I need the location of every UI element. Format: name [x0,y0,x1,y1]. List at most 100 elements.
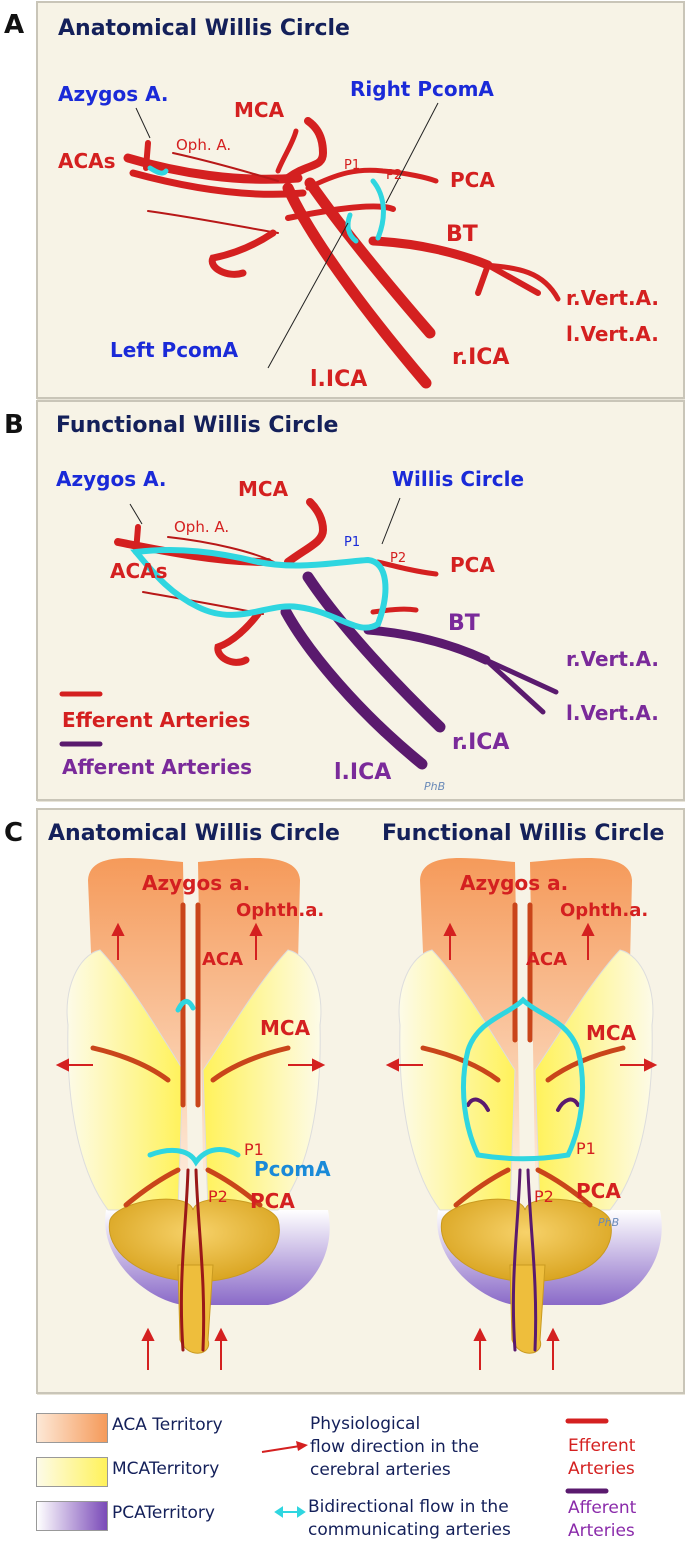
legend-bidirectional-line1: Bidirectional flow in the [308,1497,509,1517]
pca-territory-swatch [36,1501,108,1531]
label-afferent: Afferent Arteries [62,755,252,779]
r-vert-vessel [483,657,559,695]
r-vert-vessel [485,262,541,296]
pcoma-vessel-left [147,1147,241,1167]
pca-vessel-left [123,1167,181,1208]
afferent-ica-rb-left [466,1097,490,1112]
panel-a: Anatomical Willis Circle Azygos A. MCA R… [36,1,685,399]
willis-circle-vessel-rb [461,996,585,1162]
legend-afferent-line2: Arteries [568,1521,635,1541]
label-bt: BT [446,222,478,247]
right-pcoma-pointer [385,102,439,204]
label-mca: MCA [234,98,285,122]
legend-physiological: Physiological flow direction in the cere… [310,1413,479,1482]
azygos-pointer [135,107,151,139]
legend-afferent-line1: Afferent [568,1498,637,1518]
label-right-pcoma: Right PcomA [350,77,494,101]
panel-a-diagram: Anatomical Willis Circle Azygos A. MCA R… [58,16,659,392]
panel-c-right-title: Functional Willis Circle [382,821,664,846]
panel-c-diagram: Anatomical Willis Circle Functional Will… [48,821,664,1370]
legend-mca-territory: MCATerritory [112,1459,220,1479]
panel-a-title: Anatomical Willis Circle [58,16,350,41]
mca-vessel-right [210,1045,291,1083]
label-oph: Oph. A. [174,518,229,536]
azygos-vessel [133,524,141,555]
label-p2: P2 [390,551,406,566]
left-brain: Azygos a. Ophth.a. ACA MCA P1 PcomA P2 P… [55,857,331,1370]
label-ophth-left: Ophth.a. [236,900,324,921]
legend-aca-territory: ACA Territory [112,1415,223,1435]
mca-vessel-left [90,1045,171,1083]
label-pca: PCA [450,553,495,577]
label-azygos: Azygos A. [56,467,167,491]
right-pcoma-vessel [370,178,386,241]
label-pca-left: PCA [250,1189,295,1213]
label-l-ica: l.ICA [334,760,391,785]
mca-territory-left [66,949,184,1211]
label-p2-left: P2 [208,1187,228,1206]
panel-b: Functional Willis Circle Azygos A. MCA W… [36,400,685,801]
mca-territory-right [202,949,322,1211]
label-l-vert: l.Vert.A. [566,701,659,725]
panel-c-left-title: Anatomical Willis Circle [48,821,340,846]
l-ica-vessel [282,182,432,389]
right-brain: Azygos a. Ophth.a. ACA MCA P1 P2 PCA PhB [385,857,662,1370]
label-azygos-left: Azygos a. [142,871,250,895]
r-ica-vessel [302,571,446,733]
legend-symbols [261,1418,609,1518]
legend-efferent-line1: Efferent [568,1436,636,1456]
mca-vessel [284,498,328,566]
r-ica-vessel [304,177,436,339]
label-left-pcoma: Left PcomA [110,338,239,362]
label-p1-left: P1 [244,1140,264,1159]
legend-bidirectional-line2: communicating arteries [308,1520,511,1540]
label-pca: PCA [450,168,495,192]
l-vert-vessel [483,657,546,715]
l-ica-vessel [280,606,428,770]
label-pcoma-left: PcomA [254,1157,331,1181]
pca-vessel-rb-left [453,1167,511,1208]
basilar-left [179,1168,190,1352]
pca-vessel [305,167,439,191]
branch-lower-1 [147,210,279,234]
label-p2: P2 [386,168,402,183]
legend-physiological-line1: Physiological [310,1414,421,1434]
panel-c-letter: C [4,818,24,848]
left-pcoma-pointer [267,222,349,369]
label-p2-right: P2 [534,1187,554,1206]
legend-efferent-line2: Arteries [568,1459,635,1479]
pca-vessel-rb-right [535,1167,593,1208]
label-l-ica: l.ICA [310,367,367,392]
oph-artery [172,152,279,182]
label-pca-right: PCA [576,1179,621,1203]
legend-cyan-double-arrow [274,1506,306,1518]
label-aca-left: ACA [202,949,243,970]
label-mca-right: MCA [586,1021,637,1045]
signature-c: PhB [598,1216,619,1229]
basilar-rb-right [526,1168,538,1352]
cerebellum-right [440,1198,612,1283]
pca-vessel-right [205,1167,263,1208]
mca-territory-rb-right [534,949,654,1211]
legend-afferent: Afferent Arteries [568,1497,636,1543]
label-mca: MCA [238,477,289,501]
label-r-ica: r.ICA [452,345,509,370]
branch-hook [214,610,262,666]
pca-vessel [375,559,439,577]
label-l-vert: l.Vert.A. [566,322,659,346]
afferent-ica-rb-right [556,1097,580,1112]
azygos-vessel [143,140,151,171]
aca-right-vessel [129,169,307,198]
label-acas: ACAs [58,149,116,173]
azygos-connector [147,165,169,176]
cerebellum-left [108,1198,280,1283]
basilar-rb-left [511,1168,522,1352]
legend-bidirectional: Bidirectional flow in the communicating … [308,1496,511,1542]
oph-artery [167,536,275,563]
mca-vessel [284,117,328,182]
legend-physiological-line3: cerebral arteries [310,1460,451,1480]
label-r-vert: r.Vert.A. [566,286,659,310]
label-ophth-right: Ophth.a. [560,900,648,921]
acoma-vessel-left [175,999,196,1013]
label-azygos-right: Azygos a. [460,871,568,895]
